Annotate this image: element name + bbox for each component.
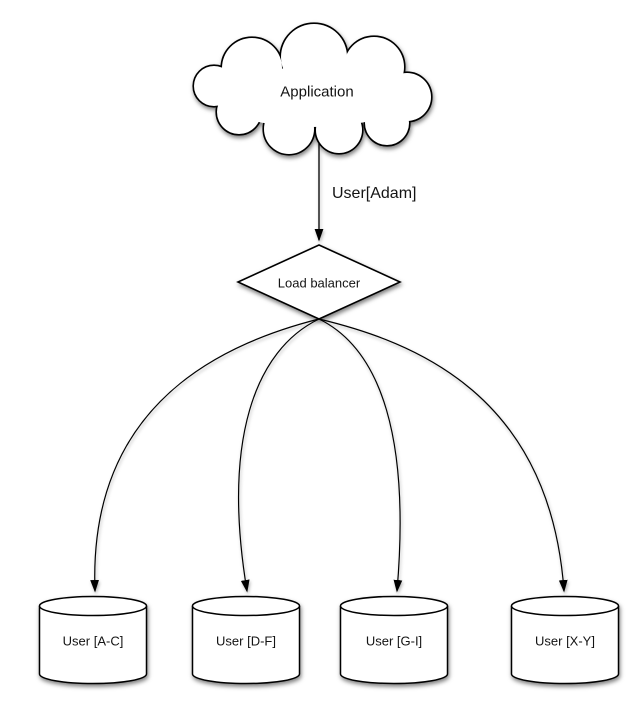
shard-cylinder-1: [38, 595, 148, 685]
shard-4-label: User [X-Y]: [535, 633, 595, 649]
cylinder-body: [339, 606, 449, 685]
load-balancer-label: Load balancer: [277, 275, 361, 291]
cylinder-top: [38, 595, 148, 617]
edge-lb-to-shard-4: [318, 318, 568, 593]
shard-3-label: User [G-I]: [365, 633, 423, 649]
cloud-body: [194, 24, 431, 154]
shard-2-label: User [D-F]: [216, 633, 276, 649]
shard-cylinder-4: [510, 595, 620, 685]
application-cloud-node: [192, 22, 433, 156]
application-label: Application: [280, 83, 354, 101]
shard-1-label: User [A-C]: [62, 633, 124, 649]
cylinder-body: [510, 606, 620, 685]
cylinder-top: [339, 595, 449, 617]
cylinder-top: [191, 595, 301, 617]
cylinder-body: [191, 606, 301, 685]
edge-user-adam-label: User[Adam]: [332, 185, 417, 202]
load-balancer-node: [236, 244, 402, 320]
edge-lb-to-shard-2: [238, 318, 320, 593]
load-balancer-diamond: [236, 244, 402, 320]
edge-lb-to-shard-3: [318, 318, 403, 593]
edge-lb-to-shard-1: [90, 318, 320, 593]
shard-cylinder-2: [191, 595, 301, 685]
cylinder-body: [38, 606, 148, 685]
cylinder-top: [510, 595, 620, 617]
edges-lb-to-shards: [90, 318, 568, 593]
shard-cylinder-3: [339, 595, 449, 685]
